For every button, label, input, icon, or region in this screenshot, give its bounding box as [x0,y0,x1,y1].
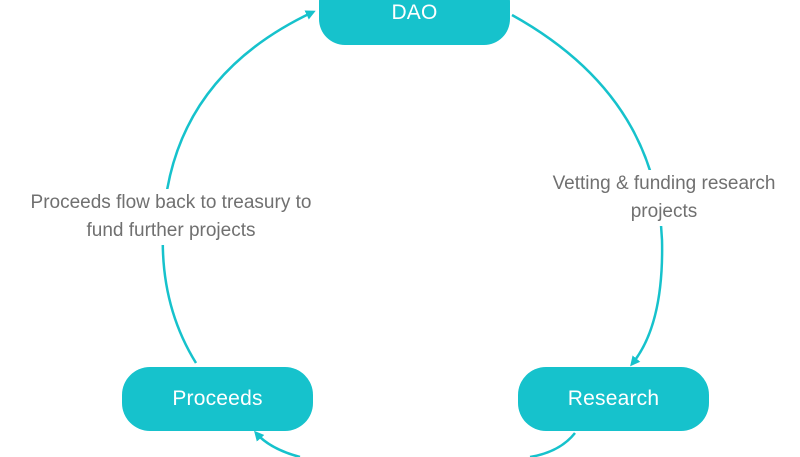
research-node-label: Research [567,387,660,410]
edge-label-proceeds-line-1: Proceeds flow back to treasury to [30,192,312,213]
proceeds-node: Proceeds [122,367,313,431]
arrow-research-to-proceeds [256,433,576,457]
dao-node: DAO [319,0,510,45]
edge-label-proceeds-line-2: fund further projects [86,220,256,241]
proceeds-node-label: Proceeds [172,387,263,410]
edge-label-vetting-line-2: projects [630,201,698,222]
dao-node-label: DAO [391,0,438,24]
arrow-proceeds-to-dao [161,10,316,364]
edge-label-vetting-funding: Vetting & funding research projects [528,170,800,226]
research-node: Research [518,367,709,431]
edge-label-vetting-line-1: Vetting & funding research [552,173,776,194]
edge-label-proceeds-flow: Proceeds flow back to treasury to fund f… [2,189,340,245]
